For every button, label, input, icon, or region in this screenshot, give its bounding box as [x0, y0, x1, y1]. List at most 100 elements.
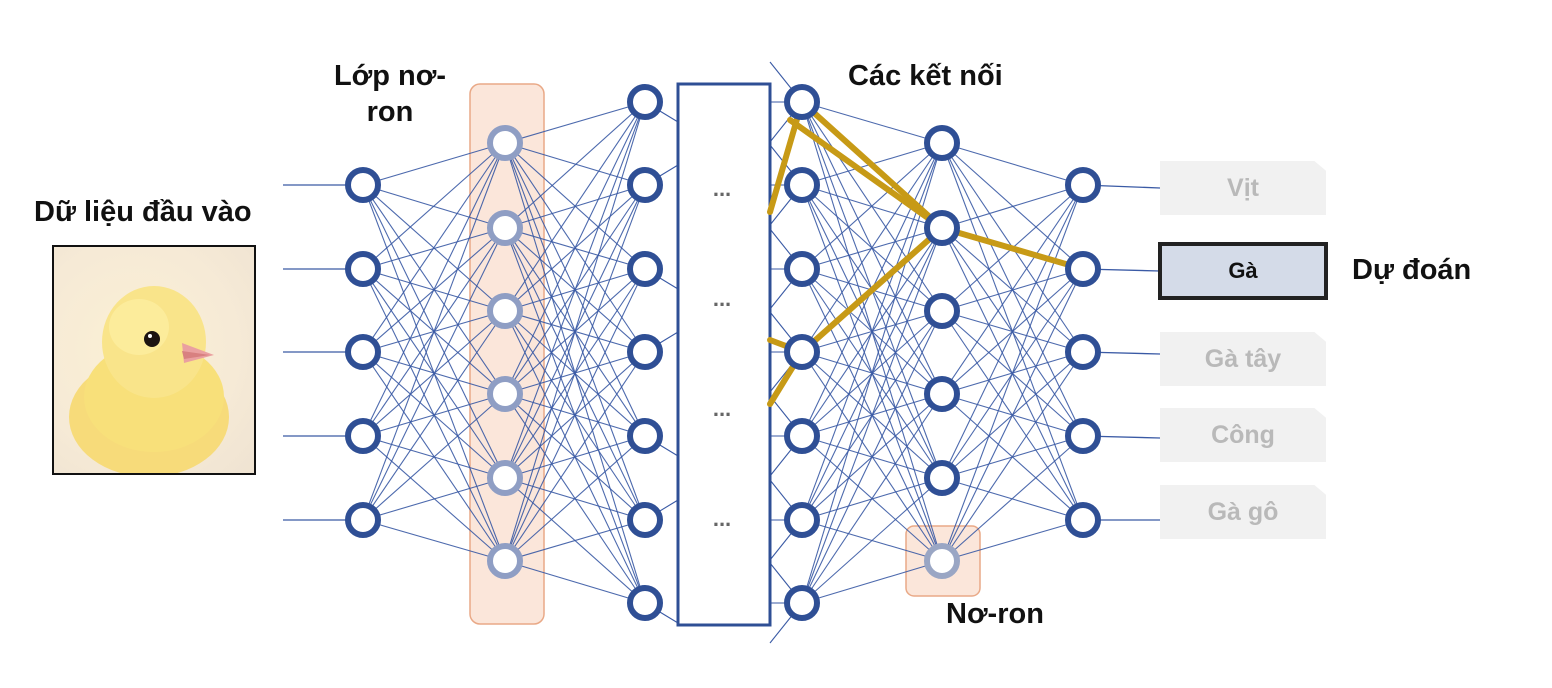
neuron-node: [627, 251, 663, 287]
connections-label: Các kết nối: [848, 60, 1003, 92]
input-chick-image: [52, 245, 256, 475]
highlighted-layer-box: [469, 83, 545, 625]
connection-edge: [801, 560, 943, 604]
output-class-label: Vịt: [1227, 173, 1259, 202]
connection-edge: [801, 477, 943, 604]
connection-edge: [504, 101, 646, 479]
connection-edge: [362, 227, 506, 270]
output-class-2-predicted: Gà: [1158, 242, 1328, 300]
ellipsis-text: ...: [713, 176, 731, 201]
connection-edge: [504, 101, 646, 395]
neuron-layer-label: Lớp nơ-ron: [333, 60, 447, 128]
neuron-node: [784, 502, 820, 538]
neuron-node: [487, 460, 523, 496]
output-class-4: Công: [1160, 408, 1326, 462]
connection-edge: [941, 519, 1084, 562]
connection-edge: [504, 101, 646, 144]
connection-edge: [941, 184, 1084, 562]
connection-edge: [504, 268, 646, 562]
connection-edge: [801, 101, 943, 144]
neuron-node: [1065, 502, 1101, 538]
neuron-node: [924, 293, 960, 329]
highlighted-connection: [799, 225, 945, 355]
ellipsis-text: ...: [713, 286, 731, 311]
connection-edge: [504, 435, 646, 562]
connection-edge: [362, 310, 506, 521]
connection-edge: [941, 351, 1084, 562]
neuron-node: [924, 543, 960, 579]
connection-edge: [362, 477, 506, 521]
connection-edge: [504, 519, 646, 562]
neuron-node: [627, 585, 663, 621]
neuron-node: [784, 585, 820, 621]
neuron-node: [1065, 418, 1101, 454]
connection-edge: [504, 184, 646, 562]
neuron-node: [627, 418, 663, 454]
neuron-node: [627, 334, 663, 370]
neuron-node: [924, 376, 960, 412]
highlighted-connection: [767, 99, 805, 215]
neuron-node: [627, 502, 663, 538]
output-class-label: Gà gô: [1207, 497, 1279, 526]
output-class-label: Gà tây: [1204, 344, 1282, 373]
connection-edge: [941, 184, 1084, 229]
connection-edge: [362, 142, 506, 186]
output-class-label: Công: [1211, 420, 1275, 449]
neuron-node: [345, 418, 381, 454]
neuron-node: [345, 502, 381, 538]
neuron-node: [345, 167, 381, 203]
connection-edge: [362, 393, 506, 521]
connection-edge: [504, 351, 646, 562]
neuron-node: [924, 125, 960, 161]
connection-edge: [801, 142, 943, 270]
neuron-node: [627, 84, 663, 120]
connection-edge: [362, 142, 506, 353]
neuron-node: [784, 167, 820, 203]
neuron-node: [487, 125, 523, 161]
highlighted-connection: [787, 117, 945, 231]
neuron-node: [924, 460, 960, 496]
neuron-node: [924, 210, 960, 246]
neuron-label: Nơ-ron: [946, 598, 1044, 630]
connection-edge: [362, 142, 506, 521]
neuron-node: [784, 251, 820, 287]
connection-edge: [801, 393, 943, 604]
connection-edge: [362, 227, 506, 521]
connection-edge: [801, 227, 943, 604]
connection-edge: [362, 519, 506, 562]
connection-edge: [362, 142, 506, 270]
connection-edge: [504, 101, 646, 562]
connection-edge: [504, 101, 646, 229]
input-data-label: Dữ liệu đầu vào: [34, 196, 252, 228]
neuron-node: [784, 418, 820, 454]
neuron-node: [345, 334, 381, 370]
connection-edge: [801, 310, 943, 604]
connection-edge: [362, 142, 506, 437]
highlighted-connection: [799, 99, 945, 231]
highlighted-connection: [939, 225, 1086, 272]
output-class-1: Vịt: [1160, 161, 1326, 215]
neuron-node: [487, 210, 523, 246]
ellipsis-text: ...: [713, 396, 731, 421]
output-class-3: Gà tây: [1160, 332, 1326, 386]
neuron-node: [487, 293, 523, 329]
neuron-node: [1065, 251, 1101, 287]
hidden-layers-block: [676, 82, 772, 627]
connection-edge: [941, 435, 1084, 562]
connection-edge: [941, 184, 1084, 395]
neuron-node: [1065, 334, 1101, 370]
neuron-node: [784, 334, 820, 370]
output-class-label: Gà: [1228, 258, 1258, 283]
connection-edge: [801, 142, 943, 604]
connection-edge: [941, 184, 1084, 479]
neuron-node: [784, 84, 820, 120]
neuron-node: [627, 167, 663, 203]
connection-edge: [941, 268, 1084, 562]
neuron-node: [487, 543, 523, 579]
connection-edge: [801, 142, 943, 353]
neuron-node: [345, 251, 381, 287]
ellipsis-text: ...: [713, 506, 731, 531]
connection-edge: [504, 101, 646, 312]
connection-edge: [801, 227, 943, 270]
